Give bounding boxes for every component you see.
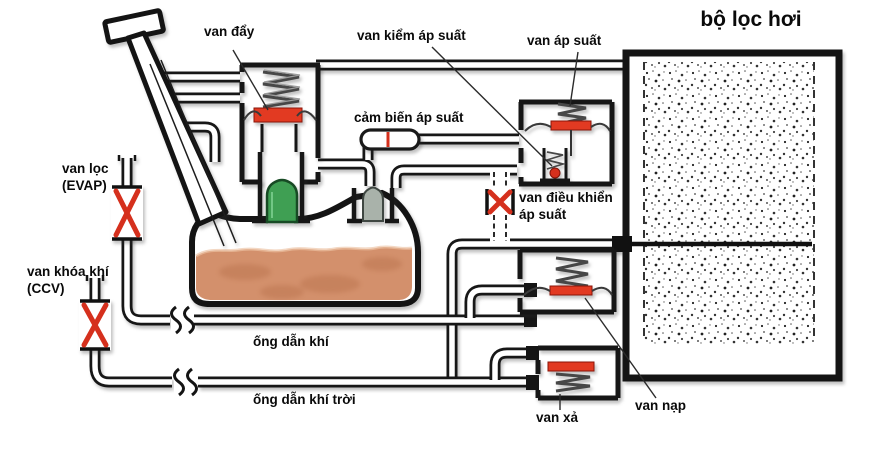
check-valve-ball [549,167,561,179]
charcoal-fill [644,62,814,345]
pressure-control-valve [485,170,515,242]
pipe-ccv-line [92,278,172,385]
relief-valve-spring [262,70,300,109]
discharge-valve-seat [547,361,595,372]
discharge-valve-label: van xả [536,410,579,425]
pipe-riser-canister-tube [449,241,618,381]
charge-valve-seat [549,285,593,296]
pressure-sensor-capsule [359,128,421,151]
control-valve-x-icon [487,189,513,215]
evap-filter-valve [111,155,143,241]
pressure-control-valve-label-line1: van điều khiển [519,190,613,205]
canister-tube-fitting [612,236,632,252]
pipes [89,59,629,388]
check-valve-spring [543,151,567,170]
discharge-valve-assembly [535,345,621,401]
pressure-check-valve-label: van kiểm áp suất [357,28,466,43]
gray-float-valve [347,186,399,224]
discharge-valve-spring [555,372,591,393]
fill-relief-valve-label: van đẩy [204,24,255,39]
pressure-valve-seat [550,120,592,131]
charge-valve-spring [555,256,589,288]
ccv-valve-label-line2: (CCV) [27,281,65,296]
canister-title: bộ lọc hơi [700,8,802,31]
pipe-evap-line [124,158,170,323]
pressure-control-valve-label-line2: áp suất [519,207,567,222]
pipe-vanday-to-graycup [318,158,376,186]
pipe-vanday-to-graycup [318,161,373,186]
gas-pipe-label: ống dẫn khí [253,334,329,349]
pipe-gas-branch-up [467,287,532,318]
fuel-shading [219,257,402,299]
fuel-tank [189,189,421,307]
green-float-valve [252,152,310,224]
filler-branch-pipes [164,71,240,162]
evap-valve-x-icon [113,188,141,238]
pipe-break-ambient [173,367,198,397]
leader-lines [232,46,657,410]
pressure-valve-spring [557,102,587,126]
ccv-valve-label-line1: van khóa khí [27,264,109,279]
pressure-valve-assembly [518,99,615,187]
relief-valve-seat [253,107,303,123]
evap-valve-label-line1: van lọc [62,161,109,176]
evap-valve-label: van lọc (EVAP) [62,160,109,194]
pressure-valve-label: van áp suất [527,33,602,48]
ccv-valve-x-icon [81,302,109,348]
pressure-sensor-label: cảm biến áp suất [354,110,464,125]
pipe-mid [393,167,517,188]
charge-valve-label: van nạp [635,398,687,413]
pipe-ambient-branch-up [492,350,534,380]
pipe-break-gas [170,305,195,335]
filler-neck [102,8,237,247]
vapor-canister [612,49,843,382]
charge-valve-assembly [517,247,617,315]
ccv-air-shutoff-valve [79,275,111,351]
pressure-control-valve-label: van điều khiển áp suất [519,189,613,223]
ccv-valve-label: van khóa khí (CCV) [27,263,109,297]
ambient-air-pipe-label: ống dẫn khí trời [253,392,356,407]
evap-valve-label-line2: (EVAP) [62,178,107,193]
